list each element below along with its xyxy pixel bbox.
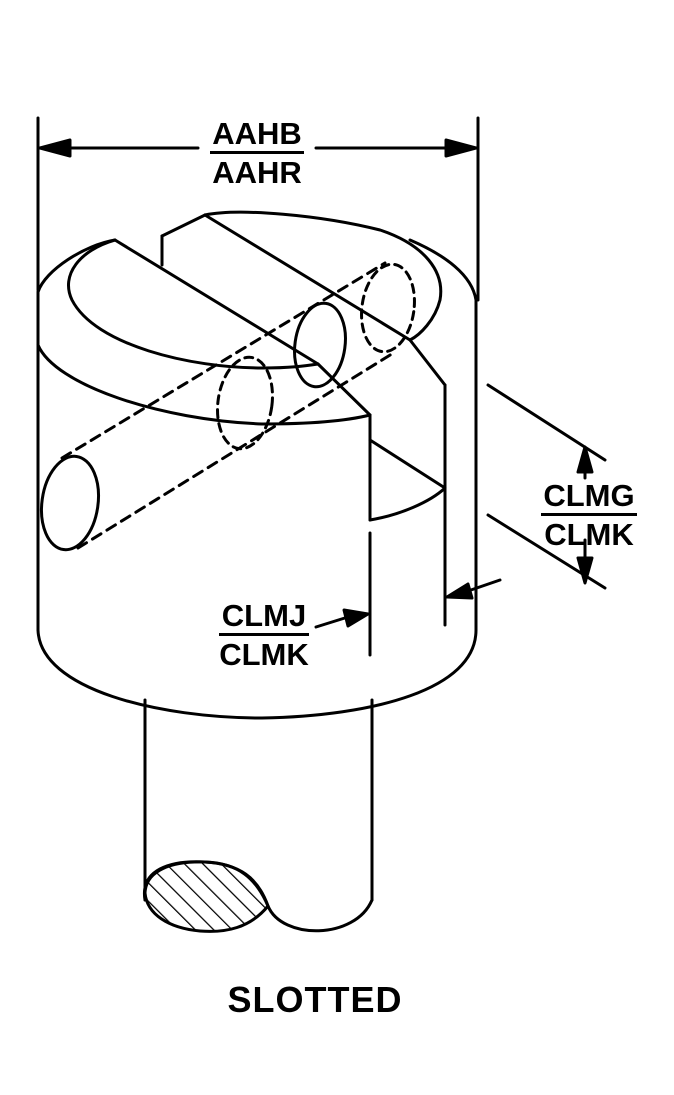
right-tine-chamfer-edge <box>408 338 447 387</box>
top-dimension-numerator: AAHB <box>210 118 304 154</box>
slot-width-numerator: CLMJ <box>219 600 309 636</box>
slot-width-denominator: CLMK <box>219 637 309 672</box>
cross-pin <box>40 261 416 552</box>
drawing-title: SLOTTED <box>227 979 403 1020</box>
pin-hole-left-end <box>40 454 100 552</box>
pin-hole-right-end <box>293 301 347 389</box>
slot-width-dimension <box>314 531 502 657</box>
width-dimension <box>36 116 480 302</box>
pin-hidden-top-edge <box>60 261 387 460</box>
top-dimension-denominator: AAHR <box>212 155 302 190</box>
left-tine-edge <box>113 238 320 366</box>
head-bottom-rim <box>36 628 478 720</box>
head-top-rim-right <box>408 238 478 302</box>
right-tine-top-arc <box>203 210 443 342</box>
depth-arrowhead-lower <box>576 556 594 585</box>
width-leader-right <box>466 578 502 593</box>
slot-depth-dimension <box>486 383 607 590</box>
pin-hidden-far <box>360 262 416 354</box>
slot-width-label: CLMJ CLMK <box>212 600 316 670</box>
slot-depth-label: CLMG CLMK <box>538 480 640 550</box>
right-tine-back-edge <box>203 213 412 342</box>
chamfer-ring <box>36 343 372 426</box>
width-arrowhead-right <box>445 582 474 600</box>
top-dimension-label: AAHB AAHR <box>200 118 314 188</box>
shank <box>143 698 374 933</box>
arrowhead-right <box>444 138 478 158</box>
left-tine <box>67 238 372 522</box>
slot <box>160 213 447 522</box>
slot-depth-denominator: CLMK <box>544 517 634 552</box>
slot-depth-numerator: CLMG <box>541 480 637 516</box>
left-tine-top-arc <box>67 238 320 370</box>
depth-arrowhead-upper <box>576 445 594 474</box>
depth-extension-upper <box>486 383 607 462</box>
arrowhead-left <box>38 138 72 158</box>
pin-hidden-bottom-edge <box>76 350 397 550</box>
left-tine-chamfer-edge <box>316 362 372 417</box>
section-hatch <box>143 860 270 933</box>
width-leader-left <box>314 615 350 629</box>
slot-floor-edge <box>368 438 447 490</box>
slot-floor-curve <box>368 486 447 522</box>
slot-far-wall-top <box>160 213 207 238</box>
right-tine <box>203 210 447 627</box>
width-arrowhead-left <box>342 608 370 628</box>
